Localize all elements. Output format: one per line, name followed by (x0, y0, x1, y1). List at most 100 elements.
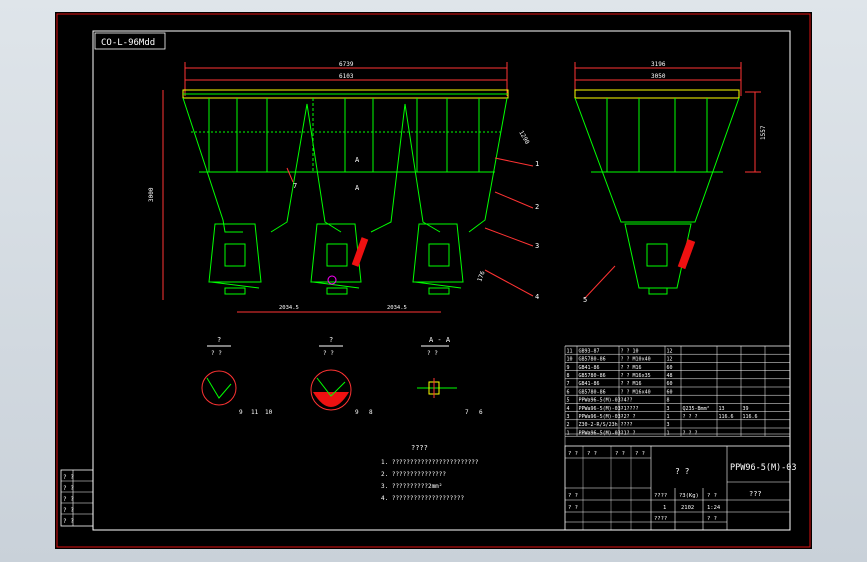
side-dim-inner: 3050 (651, 73, 666, 80)
parts-list-cell: Q235-Bmm² (683, 406, 710, 412)
technical-notes: ???? 1. ???????????????????????? 2. ????… (381, 444, 479, 502)
outer-border (56, 13, 811, 548)
parts-list-cell: 48 (667, 373, 673, 379)
detail-3-title: A - A (429, 336, 451, 344)
tb-header-4: ? ? (635, 451, 645, 457)
drawing-canvas: CO-L-96Mdd 6739 6103 3000 (55, 12, 812, 549)
front-view: 6739 6103 3000 (148, 61, 539, 313)
revision-cell-3: ? ? (63, 496, 74, 503)
detail-3-callout-a: 7 (465, 409, 469, 416)
dim-inner: 6103 (339, 73, 354, 80)
parts-list-cell: 2 (567, 422, 570, 428)
parts-list-cell: PPWa96-5(M)-03-4 (579, 398, 627, 404)
detail-2-callout-b: 8 (369, 409, 373, 416)
tb-weight-label: ?3(Kg) (679, 493, 699, 499)
parts-list-cell: 3 (567, 414, 570, 420)
dim-side: 1290 (517, 130, 530, 146)
parts-list-cell: 7 (567, 381, 570, 387)
tb-material: ??? (749, 490, 762, 498)
parts-list-cell: GB5780-86 (579, 373, 606, 379)
parts-list-cell: ? ? M16 (621, 365, 642, 371)
parts-list-cell: ? ? M16x40 (621, 389, 651, 395)
parts-list-cell: 1 (567, 430, 570, 436)
parts-list-cell: 1 (667, 414, 670, 420)
detail-1-callout-b: 11 (251, 409, 259, 416)
revision-cell-2: ? ? (63, 485, 74, 492)
parts-list-cell: 9 (567, 365, 570, 371)
parts-list-cell: 4 (567, 406, 570, 412)
parts-list-cell: ? ? ? (621, 414, 636, 420)
code-box-label: CO-L-96Mdd (101, 38, 155, 48)
callout-1: 1 (535, 160, 539, 168)
detail-2-title: ? (329, 336, 333, 344)
dim-height: 3000 (148, 187, 155, 202)
title-block: ? ? ? ? ? ? ? ? ? ? ? ? ? ? PPW96-5(M)-0… (564, 445, 797, 531)
parts-list-cell: ? ???? (621, 406, 639, 412)
parts-list-cell: PPWa96-5(M)-03-1 (579, 430, 627, 436)
parts-list-cell: PPWa96-5(M)-03-2 (579, 414, 627, 420)
tb-header-1: ? ? (568, 451, 578, 457)
revision-cell-1: ? ? (63, 474, 74, 481)
side-dim-height: 1557 (760, 125, 767, 140)
cad-drawing: CO-L-96Mdd 6739 6103 3000 (56, 13, 811, 548)
detail-view-1: ? ? ? 9 11 10 (201, 336, 273, 416)
parts-list-cell: 3 (667, 406, 670, 412)
revision-cell-4: ? ? (63, 507, 74, 514)
detail-view-2: ? ? ? 9 8 (310, 336, 373, 416)
parts-list-cell: 39 (743, 406, 749, 412)
tb-header-3: ? ? (615, 451, 625, 457)
note-line-3: 3. ??????????2mm² (381, 483, 442, 490)
parts-list-cell: 1 (667, 430, 670, 436)
parts-list-cell: 5 (567, 398, 570, 404)
parts-list-cell: 6 (567, 389, 570, 395)
detail-view-aa: A - A ? ? 7 6 (417, 336, 483, 416)
tb-scale-value: 1:24 (707, 505, 721, 511)
dim-pitch-right: 2034.5 (387, 305, 407, 311)
parts-list-cell: GB93-87 (579, 348, 600, 354)
parts-list-cell: ? ? ? (621, 430, 636, 436)
parts-list-cell: ? ? ? (683, 414, 698, 420)
callout-4: 4 (535, 293, 539, 301)
code-box (94, 32, 166, 50)
parts-list-cell: 60 (667, 365, 673, 371)
parts-list-cell: ? ? M16 (621, 381, 642, 387)
dim-overall: 6739 (339, 61, 354, 68)
parts-list-cell: 10 (567, 357, 573, 363)
side-view: 3196 3050 1557 5 (574, 61, 767, 304)
callout-3: 3 (535, 242, 539, 250)
detail-1-callout-a: 9 (239, 409, 243, 416)
detail-3-scale: ? ? (427, 350, 438, 357)
revision-block: ? ? ? ? ? ? ? ? ? ? (60, 469, 94, 527)
parts-list-cell: PPWa96-5(M)-03-1 (579, 406, 627, 412)
tb-misc-c: ? ? (707, 516, 717, 522)
parts-list-cell: 60 (667, 381, 673, 387)
detail-2-callout-a: 9 (355, 409, 359, 416)
tb-drawing-number: PPW96-5(M)-03 (730, 463, 797, 473)
dim-pitch-left: 2034.5 (279, 305, 299, 311)
parts-list-cell: GB5780-86 (579, 357, 606, 363)
parts-list-cell: ? ?? (621, 398, 633, 404)
tb-scale-label: ? ? (707, 493, 717, 499)
parts-list-cell: 12 (667, 348, 673, 354)
tb-name: ? ? (675, 467, 690, 476)
parts-list-cell: 13 (719, 406, 725, 412)
callout-2: 2 (535, 203, 539, 211)
parts-list-cell: GB41-86 (579, 365, 600, 371)
detail-1-callout-c: 10 (265, 409, 273, 416)
tb-header-5: ? ? (568, 493, 578, 499)
parts-list-cell: ? ? M10x40 (621, 357, 651, 363)
parts-list-cell: 12 (667, 357, 673, 363)
parts-list-cell: ? ? ? (683, 430, 698, 436)
note-line-2: 2. ??????????????? (381, 471, 446, 478)
parts-list-cell: Z30-2-R/S/23h (579, 422, 618, 428)
parts-list-cell: 8 (567, 373, 570, 379)
parts-list-cell: 116.6 (719, 414, 734, 420)
parts-list-cell: ? ? 10 (621, 348, 639, 354)
parts-list-cell: GB41-86 (579, 381, 600, 387)
note-line-4: 4. ???????????????????? (381, 495, 464, 502)
detail-3-callout-b: 6 (479, 409, 483, 416)
detail-1-title: ? (217, 336, 221, 344)
tb-sheets: 1 (663, 505, 666, 511)
